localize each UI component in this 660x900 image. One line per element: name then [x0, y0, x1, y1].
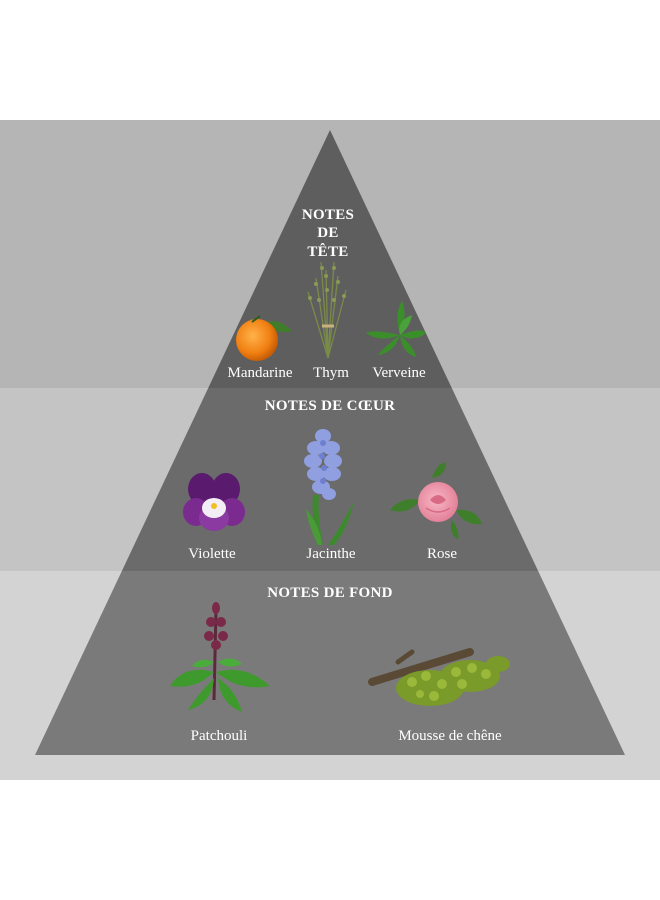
- tier-title-top-line2: DE: [317, 225, 338, 241]
- ingredient-label-jacinthe: Jacinthe: [306, 546, 355, 562]
- ingredient-label-verveine: Verveine: [372, 365, 426, 381]
- ingredient-label-mousse-de-chene: Mousse de chêne: [398, 728, 502, 744]
- oakmoss-icon: [368, 648, 510, 706]
- hyacinth-icon: [304, 429, 354, 546]
- tier-title-base: NOTES DE FOND: [267, 585, 393, 601]
- mandarin-icon: [236, 315, 292, 361]
- patchouli-icon: [170, 602, 270, 712]
- violet-icon: [183, 473, 245, 531]
- ingredient-label-mandarine: Mandarine: [228, 365, 293, 381]
- tier-title-heart: NOTES DE CŒUR: [265, 398, 396, 414]
- ingredient-label-thym: Thym: [313, 365, 349, 381]
- tier-title-top-line3: TÊTE: [307, 243, 348, 260]
- rose-icon: [390, 462, 482, 540]
- ingredient-label-patchouli: Patchouli: [191, 728, 248, 744]
- pyramid-tier-bottom: [35, 571, 625, 755]
- tier-title-top-line1: NOTES: [302, 207, 354, 223]
- ingredient-label-rose: Rose: [427, 546, 457, 562]
- verbena-icon: [366, 301, 426, 357]
- ingredient-label-violette: Violette: [188, 546, 236, 562]
- thyme-icon: [307, 261, 347, 359]
